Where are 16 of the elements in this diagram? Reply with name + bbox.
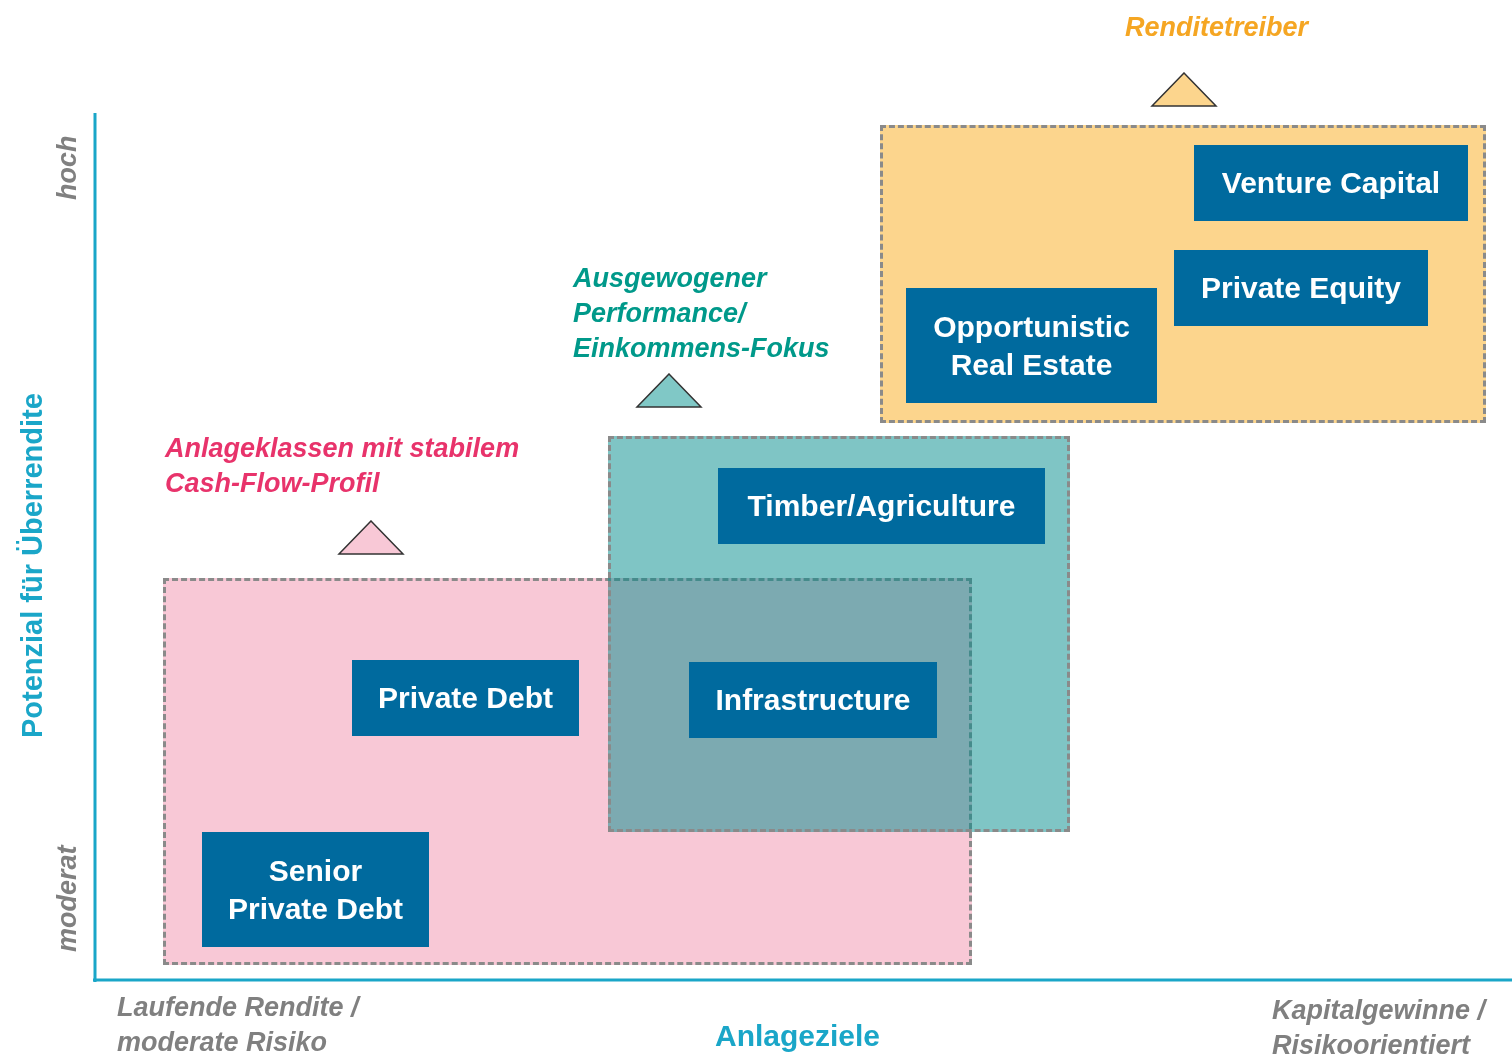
asset-class-box: Venture Capital: [1194, 145, 1468, 221]
axis-tick-label: hoch: [51, 134, 83, 200]
axis-title: Potenzial für Überrendite: [15, 392, 49, 738]
asset-class-box: Private Equity: [1174, 250, 1428, 326]
axis-tick-label: Laufende Rendite / moderate Risiko: [117, 991, 362, 1059]
asset-class-box: Private Debt: [352, 660, 579, 736]
asset-class-box: Infrastructure: [689, 662, 937, 738]
asset-class-box: Senior Private Debt: [202, 832, 429, 947]
axis-title: Anlageziele: [715, 1018, 881, 1054]
axis-tick-label: moderat: [51, 843, 83, 952]
region-heading: Ausgewogener Performance/ Einkommens-Fokus: [573, 262, 831, 366]
region-heading: Anlageklassen mit stabilem Cash-Flow-Profil: [165, 432, 521, 501]
asset-class-box: Opportunistic Real Estate: [906, 288, 1157, 403]
axis-tick-label: Kapitalgewinne / Risikoorientiert: [1272, 994, 1489, 1059]
asset-class-box: Timber/Agriculture: [718, 468, 1045, 544]
region-heading: Renditetreiber: [1125, 11, 1310, 44]
